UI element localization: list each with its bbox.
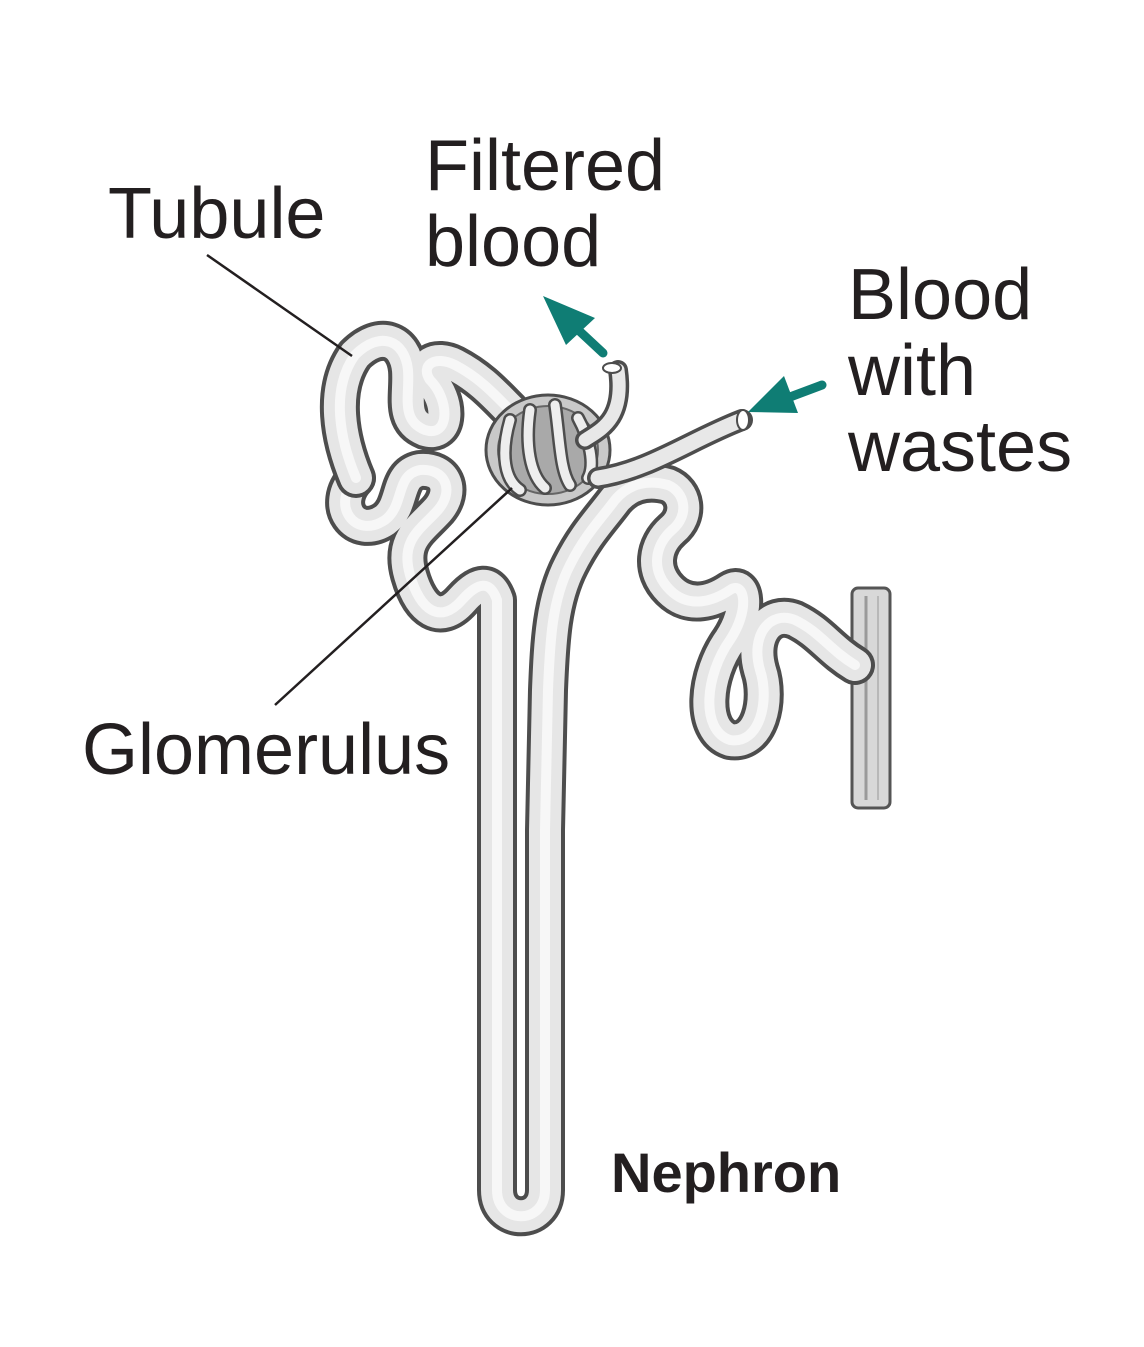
efferent-arteriole: [575, 360, 630, 450]
filtered-blood-label: Filtered blood: [425, 128, 665, 280]
blood-with-wastes-line-2: with: [848, 331, 977, 411]
blood-with-wastes-line-3: wastes: [848, 407, 1073, 487]
tubule-label: Tubule: [108, 174, 326, 254]
blood-with-wastes-line-1: Blood: [848, 255, 1033, 335]
glomerulus-leader-line: [274, 487, 513, 706]
tubule-tube: [345, 470, 855, 1216]
collecting-duct: [850, 586, 892, 810]
afferent-arteriole: [587, 409, 753, 489]
nephron-title: Nephron: [611, 1141, 842, 1204]
glomerulus-label: Glomerulus: [82, 710, 451, 790]
blood-with-wastes-label: Blood with wastes: [848, 257, 1072, 485]
filtered-blood-arrow: [543, 296, 608, 358]
filtered-blood-line-2: blood: [425, 202, 602, 282]
tubule-leader-line: [206, 253, 353, 358]
glomerulus-cluster: [484, 393, 612, 507]
filtered-blood-line-1: Filtered: [425, 126, 666, 206]
blood-with-wastes-arrow: [748, 376, 827, 413]
